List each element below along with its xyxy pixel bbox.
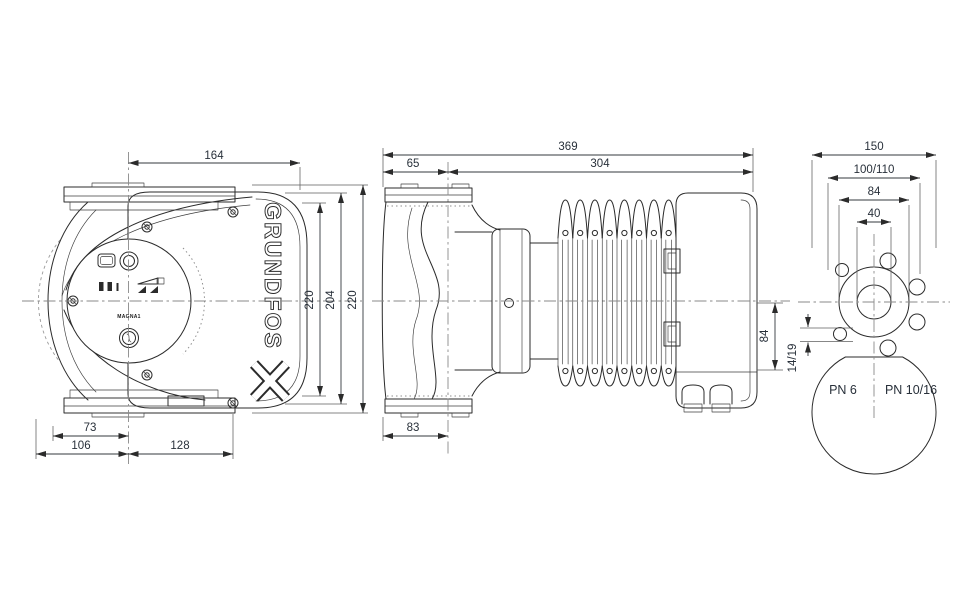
bolt-holes-pn1016: [879, 252, 926, 357]
front-top-flange: [63, 182, 236, 211]
model-label: MAGNA1: [117, 314, 140, 320]
cable-gland-icon: [681, 384, 705, 405]
brand-logo-text: GRUNDFOS: [260, 202, 286, 350]
screw-icon: [227, 206, 239, 218]
setting-scale-icon: [137, 277, 165, 293]
dim-front-height-outer: 220: [347, 290, 359, 309]
side-top-flange: [384, 183, 473, 207]
dim-end-bolt-circle: 100/110: [854, 164, 895, 176]
front-bottom-flange: [63, 389, 236, 418]
dim-side-axis-to-bottom: 84: [759, 329, 771, 342]
dim-front-bottom-inner: 73: [84, 422, 97, 434]
dim-side-bottom-flange: 83: [407, 422, 420, 434]
screw-icon: [227, 397, 239, 409]
clip-icon: [663, 248, 681, 274]
pn6-label: PN 6: [829, 383, 857, 397]
dim-front-height-inner: 220: [304, 290, 316, 309]
dim-front-top-width: 164: [204, 150, 224, 162]
motor-cooling-fins: [557, 199, 677, 387]
bottom-button-icon: [119, 328, 139, 348]
led-indicator-icon: [99, 282, 119, 291]
display-icon: [97, 253, 116, 268]
dim-front-height-mid: 204: [325, 290, 337, 310]
end-view: 150 100/110 84 40 14/19 PN 6 PN 10/16: [787, 141, 950, 475]
bolt-holes-pn6: [833, 263, 849, 341]
clip-icon: [663, 321, 681, 347]
grundfos-x-logo-icon: [249, 360, 291, 402]
cable-gland-icon: [709, 384, 733, 405]
pn1016-label: PN 10/16: [885, 383, 937, 397]
dim-end-bore: 40: [868, 208, 881, 220]
dim-side-face-to-axis: 65: [407, 158, 420, 170]
dim-side-total-length: 369: [558, 141, 577, 153]
dim-side-axis-to-end: 304: [590, 158, 610, 170]
screw-icon: [141, 369, 153, 381]
dim-front-bottom-right: 128: [170, 440, 189, 452]
top-button-icon: [119, 251, 139, 271]
dim-end-hub: 84: [868, 186, 881, 198]
control-box-side: [675, 192, 758, 413]
side-bottom-flange: [384, 395, 473, 418]
front-view: MAGNA1 GRUNDFOS 164 220 204 220: [22, 150, 368, 464]
dim-end-bolt-holes: 14/19: [787, 344, 799, 373]
control-panel: MAGNA1: [97, 251, 165, 348]
side-view: 369 65 304 83 84: [372, 141, 790, 455]
dim-front-bottom-outer: 106: [71, 440, 90, 452]
vent-plug-icon: [504, 298, 514, 308]
dim-end-flange-width: 150: [864, 141, 883, 153]
volute-casing: [381, 201, 501, 400]
flange-outline: [811, 356, 937, 475]
